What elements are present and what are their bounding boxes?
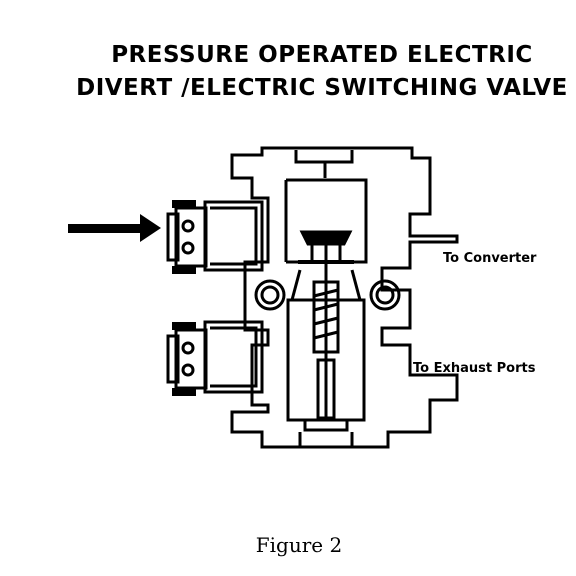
diagram-title-line-2: DIVERT /ELECTRIC SWITCHING VALVE <box>76 75 568 101</box>
diagram-title-line-1: PRESSURE OPERATED ELECTRIC <box>111 42 533 68</box>
to-converter-label: To Converter <box>443 251 537 266</box>
figure-caption: Figure 2 <box>255 533 343 557</box>
lower-solenoid <box>166 320 264 394</box>
lower-connector-icon <box>172 322 196 396</box>
inner-bore <box>284 178 368 264</box>
valve-stem <box>290 230 362 420</box>
bottom-slots <box>298 432 354 447</box>
to-exhaust-label: To Exhaust Ports <box>413 361 536 376</box>
top-notch <box>294 150 354 164</box>
valve-body-outline <box>230 146 459 449</box>
upper-connector-icon <box>172 200 196 274</box>
left-port-ring <box>254 279 286 311</box>
right-port-ring <box>369 279 401 311</box>
bottom-seat <box>303 418 349 432</box>
inlet-arrow-icon <box>68 214 161 242</box>
upper-solenoid <box>166 200 264 272</box>
